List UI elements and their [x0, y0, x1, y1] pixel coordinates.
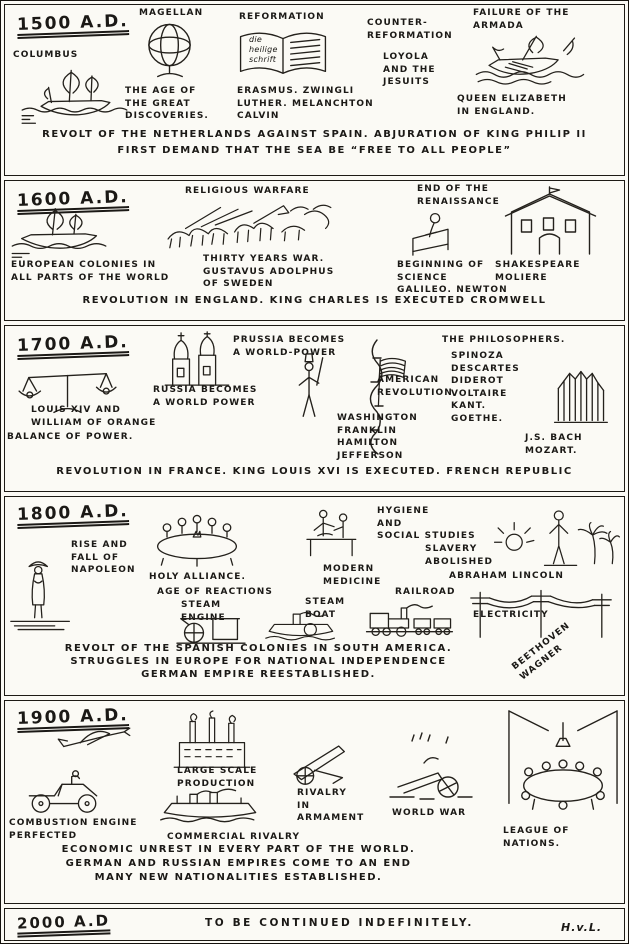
band-1800s: 1800 A.D. RISE AND FALL OF NAPOLEON HOLY…: [4, 496, 625, 696]
footer-1800-line2: STRUGGLES IN EUROPE FOR NATIONAL INDEPEN…: [70, 656, 447, 667]
label-combustion-engine: COMBUSTION ENGINE PERFECTED: [9, 818, 138, 841]
steam-engine-sketch: [176, 618, 246, 644]
footer-1700-line1: REVOLUTION IN FRANCE. KING LOUIS XVI IS …: [56, 466, 573, 477]
balance-of-power-scale-sketch: [18, 373, 117, 414]
label-end-renaissance: END OF THE RENAISSANCE: [417, 184, 500, 207]
label-napoleon: RISE AND FALL OF NAPOLEON: [71, 540, 136, 576]
label-slavery-abolished: SLAVERY ABOLISHED: [425, 544, 494, 567]
organ-pipes-sketch: [553, 370, 608, 424]
cavalry-battle-sketch: [167, 204, 332, 249]
label-age-of-discoveries: THE AGE OF THE GREAT DISCOVERIES.: [125, 86, 209, 122]
label-railroad: RAILROAD: [395, 587, 456, 597]
footer-1500-line1: REVOLT OF THE NETHERLANDS AGAINST SPAIN.…: [42, 129, 587, 140]
colonial-ship-sketch: [11, 207, 107, 258]
columbus-ship-sketch: [21, 69, 128, 124]
label-magellan: MAGELLAN: [139, 8, 204, 18]
label-reformers: ERASMUS. ZWINGLI LUTHER. MELANCHTON CALV…: [237, 86, 374, 122]
label-hygiene: HYGIENE AND SOCIAL STUDIES: [377, 506, 476, 542]
label-reformation: REFORMATION: [239, 12, 325, 22]
era-heading-1700: 1700 A.D.: [16, 332, 130, 356]
band-1700s: 1700 A.D. LOUIS XIV AND WILLIAM OF ORANG…: [4, 325, 625, 492]
label-american-revolution: AMERICAN REVOLUTION: [377, 375, 453, 398]
label-modern-medicine: MODERN MEDICINE: [323, 564, 382, 587]
footer-1800-line1: REVOLT OF THE SPANISH COLONIES IN SOUTH …: [64, 643, 453, 654]
label-religious-warfare: RELIGIOUS WARFARE: [185, 186, 310, 196]
label-to-be-continued: TO BE CONTINUED INDEFINITELY.: [205, 917, 474, 929]
label-world-war: WORLD WAR: [392, 808, 467, 818]
label-balance-of-power: BALANCE OF POWER.: [7, 432, 134, 442]
label-bach-mozart: J.S. BACH MOZART.: [525, 433, 583, 456]
band-1500s: 1500 A.D. COLUMBUS MAGELLAN THE AGE OF T…: [4, 4, 625, 176]
frontier-line-sketch: [369, 339, 384, 455]
wrecked-cannon-sketch: [389, 732, 473, 800]
label-large-scale-production: LARGE SCALE PRODUCTION: [177, 766, 258, 789]
label-philosophers-list: SPINOZA DESCARTES DIDEROT VOLTAIRE KANT.…: [451, 351, 520, 424]
automobile-sketch: [28, 770, 98, 813]
footer-1900-line3: MANY NEW NATIONALITIES ESTABLISHED.: [94, 872, 383, 883]
theatre-building-sketch: [504, 186, 597, 255]
label-european-colonies: EUROPEAN COLONIES IN ALL PARTS OF THE WO…: [11, 260, 170, 283]
label-thirty-years-war: THIRTY YEARS WAR. GUSTAVUS ADOLPHUS OF S…: [203, 254, 335, 290]
label-counter-reformation: COUNTER- REFORMATION: [367, 18, 453, 41]
label-commercial-rivalry: COMMERCIAL RIVALRY: [167, 832, 301, 842]
label-founders: WASHINGTON FRANKLIN HAMILTON JEFFERSON: [337, 413, 418, 461]
ocean-liner-sketch: [160, 788, 257, 823]
label-league-of-nations: LEAGUE OF NATIONS.: [503, 826, 570, 849]
artist-signature: H.v.L.: [561, 921, 603, 934]
prussian-soldier-sketch: [298, 353, 324, 417]
label-rivalry-armament: RIVALRY IN ARMAMENT: [297, 788, 365, 824]
russian-church-sketch: [164, 331, 230, 386]
era-heading-2000: 2000 A.D: [16, 911, 111, 933]
label-electricity: ELECTRICITY: [473, 610, 549, 620]
lincoln-figure-sketch: [493, 510, 621, 567]
reformation-bible-sketch: [239, 32, 327, 74]
airplane-sketch: [57, 727, 131, 748]
telegraph-poles-sketch: [470, 589, 612, 638]
label-beginning-of-science: BEGINNING OF SCIENCE GALILEO. NEWTON: [397, 260, 508, 296]
label-age-of-reactions: AGE OF REACTIONS: [157, 587, 273, 597]
label-loyola-jesuits: LOYOLA AND THE JESUITS: [383, 52, 436, 88]
bible-inscription: die heilige schrift: [249, 35, 278, 64]
napoleon-figure-sketch: [10, 561, 70, 631]
scientist-at-desk-sketch: [412, 212, 449, 256]
band-2000s: 2000 A.D TO BE CONTINUED INDEFINITELY. H…: [4, 908, 625, 941]
footer-1600-line1: REVOLUTION IN ENGLAND. KING CHARLES IS E…: [82, 295, 547, 306]
label-louis-william: LOUIS XIV AND WILLIAM OF ORANGE: [31, 405, 157, 428]
railroad-train-sketch: [365, 604, 454, 637]
armada-sinking-ship-sketch: [475, 35, 585, 85]
artillery-cannon-sketch: [293, 745, 345, 785]
label-abraham-lincoln: ABRAHAM LINCOLN: [449, 571, 564, 581]
factory-sketch: [173, 710, 251, 768]
label-prussia-world-power: PRUSSIA BECOMES A WORLD-POWER: [233, 335, 346, 358]
label-failure-armada: FAILURE OF THE ARMADA: [473, 8, 570, 31]
band-1900s: 1900 A.D. COMBUSTION ENGINE PERFECTED: [4, 700, 625, 904]
footer-1900-line2: GERMAN AND RUSSIAN EMPIRES COME TO AN EN…: [65, 858, 412, 869]
label-philosophers-title: THE PHILOSOPHERS.: [442, 335, 566, 345]
band-1600s: 1600 A.D. EUROPEAN COLONIES IN ALL PARTS…: [4, 180, 625, 321]
footer-1500-line2: FIRST DEMAND THAT THE SEA BE “FREE TO AL…: [117, 145, 512, 156]
era-heading-1800: 1800 A.D.: [16, 501, 130, 525]
label-holy-alliance: HOLY ALLIANCE.: [149, 572, 247, 582]
label-russia-world-power: RUSSIA BECOMES A WORLD POWER: [153, 385, 258, 408]
footer-1900-line1: ECONOMIC UNREST IN EVERY PART OF THE WOR…: [61, 844, 416, 855]
holy-alliance-table-sketch: [156, 514, 238, 567]
league-of-nations-hall-sketch: [508, 710, 618, 810]
label-columbus: COLUMBUS: [13, 50, 79, 60]
modern-medicine-sketch: [306, 509, 357, 557]
steam-boat-sketch: [265, 611, 335, 641]
label-shakespeare-moliere: SHAKESPEARE MOLIERE: [495, 260, 581, 283]
era-heading-1500: 1500 A.D.: [16, 11, 130, 35]
label-queen-elizabeth: QUEEN ELIZABETH IN ENGLAND.: [457, 94, 567, 117]
label-steam-boat: STEAM BOAT: [305, 597, 346, 620]
label-steam-engine: STEAM ENGINE: [181, 600, 226, 623]
footer-1800-line3: GERMAN EMPIRE REESTABLISHED.: [141, 669, 376, 680]
american-flag-sketch: [377, 357, 407, 407]
magellan-globe-sketch: [148, 23, 191, 78]
